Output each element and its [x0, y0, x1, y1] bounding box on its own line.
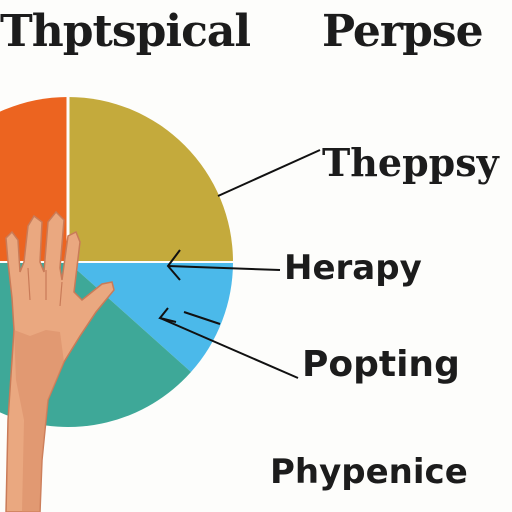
slice-olive	[68, 97, 233, 262]
label-theppsy: Theppsy	[322, 140, 499, 185]
label-phypenice: Phypenice	[270, 452, 468, 492]
leader-line-2	[167, 265, 281, 271]
title-word-1: Thptspical	[0, 6, 251, 57]
arrow-icon	[166, 249, 181, 281]
title-word-2: Perpse	[322, 6, 484, 57]
arrow-icon-2	[158, 307, 177, 323]
leader-line-3b	[183, 311, 221, 325]
label-popting: Popting	[302, 344, 460, 385]
leader-line-3	[159, 317, 299, 379]
leader-line-1	[217, 149, 321, 197]
label-herapy: Herapy	[284, 248, 422, 288]
hand-icon	[5, 210, 115, 512]
